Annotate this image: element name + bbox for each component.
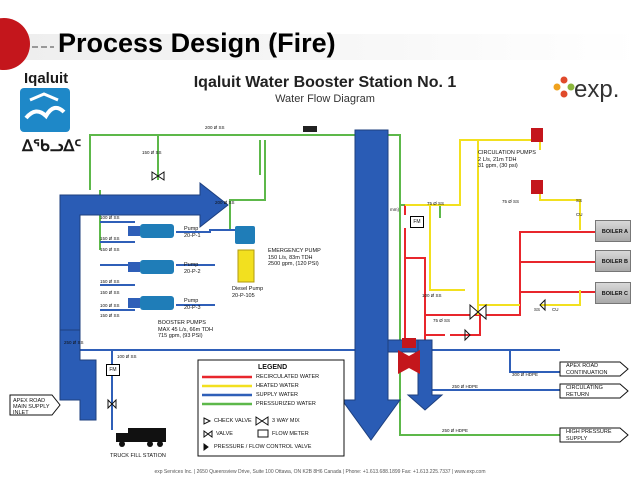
legend-flow-meter: FLOW METER bbox=[272, 431, 309, 437]
legend-3way-mix: 3 WAY MIX bbox=[272, 418, 300, 424]
high-pressure-arrow bbox=[559, 427, 629, 443]
iqaluit-logo-syllabics: ᐃᖃᓗᐃᑦ bbox=[22, 138, 82, 155]
iqaluit-logo-text: Iqaluit bbox=[24, 70, 69, 87]
apex-continuation-arrow bbox=[559, 361, 629, 377]
legend-pfcv: PRESSURE / FLOW CONTROL VALVE bbox=[214, 444, 312, 450]
pump-20-p-1-label: Pump 20-P-1 bbox=[184, 226, 201, 239]
apex-inlet-arrow bbox=[9, 394, 61, 416]
pipe-label-150ss-c: 150 Ø SS bbox=[100, 279, 120, 284]
apex-continuation-label: APEX ROAD CONTINUATION bbox=[566, 363, 608, 376]
diagram-subtitle: Water Flow Diagram bbox=[275, 93, 375, 105]
diagram-title: Iqaluit Water Booster Station No. 1 bbox=[193, 74, 457, 91]
pipe-label-150ss-d: 150 Ø SS bbox=[100, 290, 120, 295]
emergency-pump-label: EMERGENCY PUMP 150 L/s, 83m TDH 2500 gpm… bbox=[268, 248, 321, 267]
circulating-return-arrow bbox=[559, 383, 629, 399]
header-red-circle bbox=[0, 18, 30, 70]
pipe-label-150ss-e: 150 Ø SS bbox=[100, 313, 120, 318]
emergency-pump bbox=[235, 226, 255, 283]
legend-pressurized: PRESSURIZED WATER bbox=[256, 401, 316, 407]
pipe-label-200ss-top: 200 Ø SS bbox=[205, 125, 225, 130]
pump-20-p-2 bbox=[128, 260, 174, 274]
pipe-label-ss1: SS bbox=[576, 198, 583, 203]
booster-pumps bbox=[128, 224, 174, 310]
pump-20-p-2-label: Pump 20-P-2 bbox=[184, 262, 201, 275]
pump-20-p-3 bbox=[128, 296, 174, 310]
pipe-label-150ss-b: 150 Ø SS bbox=[100, 247, 120, 252]
booster-pumps-label: BOOSTER PUMPS MAX 45 L/s, 66m TDH 715 gp… bbox=[158, 320, 213, 339]
pipe-label-75ss-a: 75 Ø SS bbox=[427, 201, 445, 206]
pipe-label-250hdpe-a: 250 Ø HDPE bbox=[452, 384, 479, 389]
pump-20-p-1 bbox=[128, 224, 174, 238]
header-decoration bbox=[0, 18, 640, 70]
apex-inlet-label: APEX ROAD MAIN SUPPLY INLET bbox=[13, 398, 50, 416]
truck-fill-label: TRUCK FILL STATION bbox=[110, 453, 166, 459]
inlet-pipe bbox=[59, 329, 97, 421]
legend-recirc: RECIRCULATED WATER bbox=[256, 374, 320, 380]
pipe-label-100ss: 100 Ø SS bbox=[100, 215, 120, 220]
legend-supply: SUPPLY WATER bbox=[256, 392, 298, 398]
pipe-label-250ss: 250 Ø SS bbox=[64, 340, 84, 345]
pipe-cap bbox=[303, 126, 317, 132]
circulating-return-label: CIRCULATING RETURN bbox=[566, 385, 603, 398]
boiler-c: BOILER C bbox=[595, 282, 631, 304]
pipe-label-mm: mm) bbox=[390, 207, 399, 212]
legend-symbols bbox=[203, 416, 269, 451]
pipe-label-200ss-mid: 200 Ø SS bbox=[215, 200, 235, 205]
pipe-label-75ss-b: 75 Ø SS bbox=[502, 199, 520, 204]
circulation-pumps-label: CIRCULATION PUMPS 2 L/s, 21m TDH 31 gpm,… bbox=[478, 150, 536, 169]
iqaluit-logo-icon bbox=[20, 88, 70, 132]
pipe-label-100ss-b: 100 Ø SS bbox=[100, 303, 120, 308]
pipe-label-cu1: CU bbox=[576, 212, 583, 217]
pipe-label-cu2: CU bbox=[552, 307, 559, 312]
inline-valves bbox=[107, 171, 546, 410]
outlet-arrows bbox=[9, 361, 629, 443]
pipe-label-250hdpe-b: 250 Ø HDPE bbox=[442, 428, 469, 433]
pipe-label-100ss-e: 100 Ø SS bbox=[117, 354, 137, 359]
main-supply-pipes bbox=[59, 129, 444, 441]
exp-logo-text: exp. bbox=[574, 76, 620, 103]
circulation-pumps bbox=[531, 128, 543, 194]
legend-check-valve: CHECK VALVE bbox=[214, 418, 252, 424]
exp-logo-icon bbox=[553, 76, 575, 98]
boiler-b: BOILER B bbox=[595, 250, 631, 272]
header-down-stub bbox=[406, 339, 444, 411]
flow-meter-truck: FM bbox=[106, 364, 120, 376]
pipe-label-150ss-vert: 150 Ø SS bbox=[142, 150, 162, 155]
boiler-a: BOILER A bbox=[595, 220, 631, 242]
flow-meter-upper: FM bbox=[410, 216, 424, 228]
truck-icon bbox=[116, 428, 166, 447]
three-way-mix-valve bbox=[469, 303, 487, 321]
pipe-label-150ss-a: 150 Ø SS bbox=[100, 236, 120, 241]
legend-swatches bbox=[202, 375, 252, 406]
footer: exp Services Inc. | 2650 Queensview Driv… bbox=[154, 469, 486, 475]
slide-title: Process Design (Fire) bbox=[58, 28, 336, 58]
legend-title: LEGEND bbox=[258, 364, 288, 371]
diesel-pump-label: Diesel Pump 20-P-105 bbox=[232, 286, 264, 299]
main-vertical-header bbox=[341, 129, 401, 441]
heated-water-lines bbox=[405, 139, 581, 315]
high-pressure-label: HIGH PRESSURE SUPPLY bbox=[566, 429, 612, 442]
pipe-label-300hdpe: 300 Ø HDPE bbox=[512, 372, 539, 377]
legend-valve: VALVE bbox=[216, 431, 233, 437]
legend-heated: HEATED WATER bbox=[256, 383, 299, 389]
pipe-label-ss2: SS bbox=[534, 307, 541, 312]
pipe-label-100ss-d: 100 Ø SS bbox=[422, 293, 442, 298]
pressure-flow-control-valve bbox=[398, 338, 420, 374]
pump-20-p-3-label: Pump 20-P-3 bbox=[184, 298, 201, 311]
pipe-label-75ss-c: 75 Ø SS bbox=[433, 318, 451, 323]
